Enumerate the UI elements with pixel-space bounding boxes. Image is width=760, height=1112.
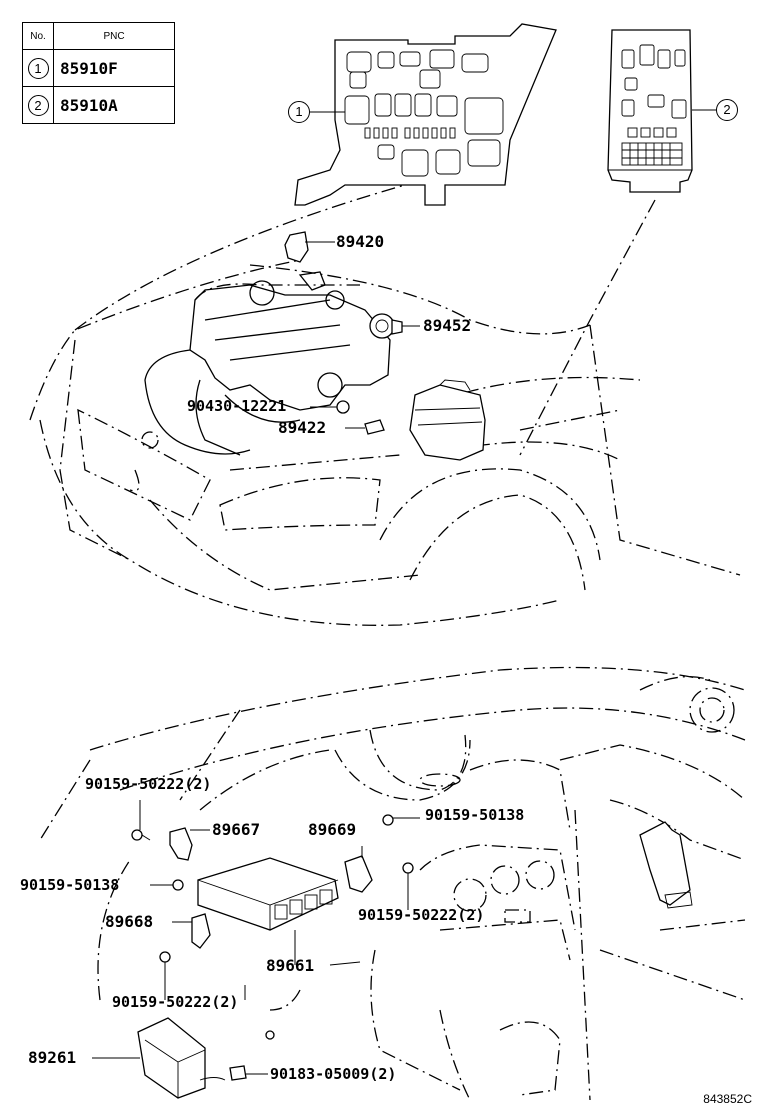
part-label-89420[interactable]: 89420 — [336, 232, 385, 251]
car-body-outline — [29, 184, 741, 626]
legend-row-no-cell: 2 — [22, 86, 54, 124]
engine-drawing — [144, 271, 391, 456]
dashboard-outline — [39, 666, 746, 1101]
legend-row: 1 85910F — [22, 49, 175, 87]
ecu-89661-drawing — [197, 857, 361, 966]
bracket-89668-drawing — [172, 913, 211, 949]
bolts-ecu-drawing — [131, 800, 420, 1000]
part-label-89669[interactable]: 89669 — [308, 820, 357, 839]
sensor-89422-drawing — [345, 419, 385, 435]
part-label-90159-50222-bottom[interactable]: 90159-50222(2) — [112, 993, 239, 1011]
legend-header-pnc: PNC — [53, 22, 175, 50]
part-label-89261[interactable]: 89261 — [28, 1048, 77, 1067]
legend-number-circle: 1 — [27, 57, 49, 79]
bolt-90430-drawing — [310, 400, 350, 414]
part-label-89452[interactable]: 89452 — [423, 316, 472, 335]
bracket-89667-drawing — [169, 827, 210, 861]
part-label-89422[interactable]: 89422 — [278, 418, 327, 437]
callout-relay-block-1[interactable]: 1 — [288, 101, 310, 123]
sensor-89452-drawing — [369, 313, 420, 339]
legend-row-no-cell: 1 — [22, 49, 54, 87]
part-label-90159-50222-top[interactable]: 90159-50222(2) — [85, 775, 212, 793]
pnc-legend-table: No. PNC 1 85910F 2 85910A — [22, 22, 175, 124]
relay-block-1-drawing — [294, 23, 557, 206]
legend-number-circle: 2 — [27, 94, 49, 116]
part-label-89668[interactable]: 89668 — [105, 912, 154, 931]
legend-row-pnc[interactable]: 85910F — [53, 49, 175, 87]
relay-block-2-drawing — [607, 29, 693, 193]
callout-relay-block-2[interactable]: 2 — [716, 99, 738, 121]
part-label-89661[interactable]: 89661 — [266, 956, 315, 975]
interior-module-right — [639, 821, 693, 909]
part-label-89667[interactable]: 89667 — [212, 820, 261, 839]
part-label-90183-05009[interactable]: 90183-05009(2) — [270, 1065, 397, 1083]
module-89261-drawing — [92, 1017, 275, 1099]
sensor-89420-drawing — [284, 231, 335, 263]
bracket-89669-drawing — [344, 846, 373, 893]
part-label-90430-12221[interactable]: 90430-12221 — [187, 397, 287, 415]
legend-row-pnc[interactable]: 85910A — [53, 86, 175, 124]
legend-header-row: No. PNC — [22, 22, 175, 50]
legend-row: 2 85910A — [22, 86, 175, 124]
diagram-reference-code: 843852C — [703, 1092, 752, 1106]
part-label-90159-50138-right[interactable]: 90159-50138 — [425, 806, 525, 824]
engine-ecu-box — [409, 379, 486, 461]
part-label-90159-50222-right[interactable]: 90159-50222(2) — [358, 906, 485, 924]
legend-header-no: No. — [22, 22, 54, 50]
part-label-90159-50138-left[interactable]: 90159-50138 — [20, 876, 120, 894]
